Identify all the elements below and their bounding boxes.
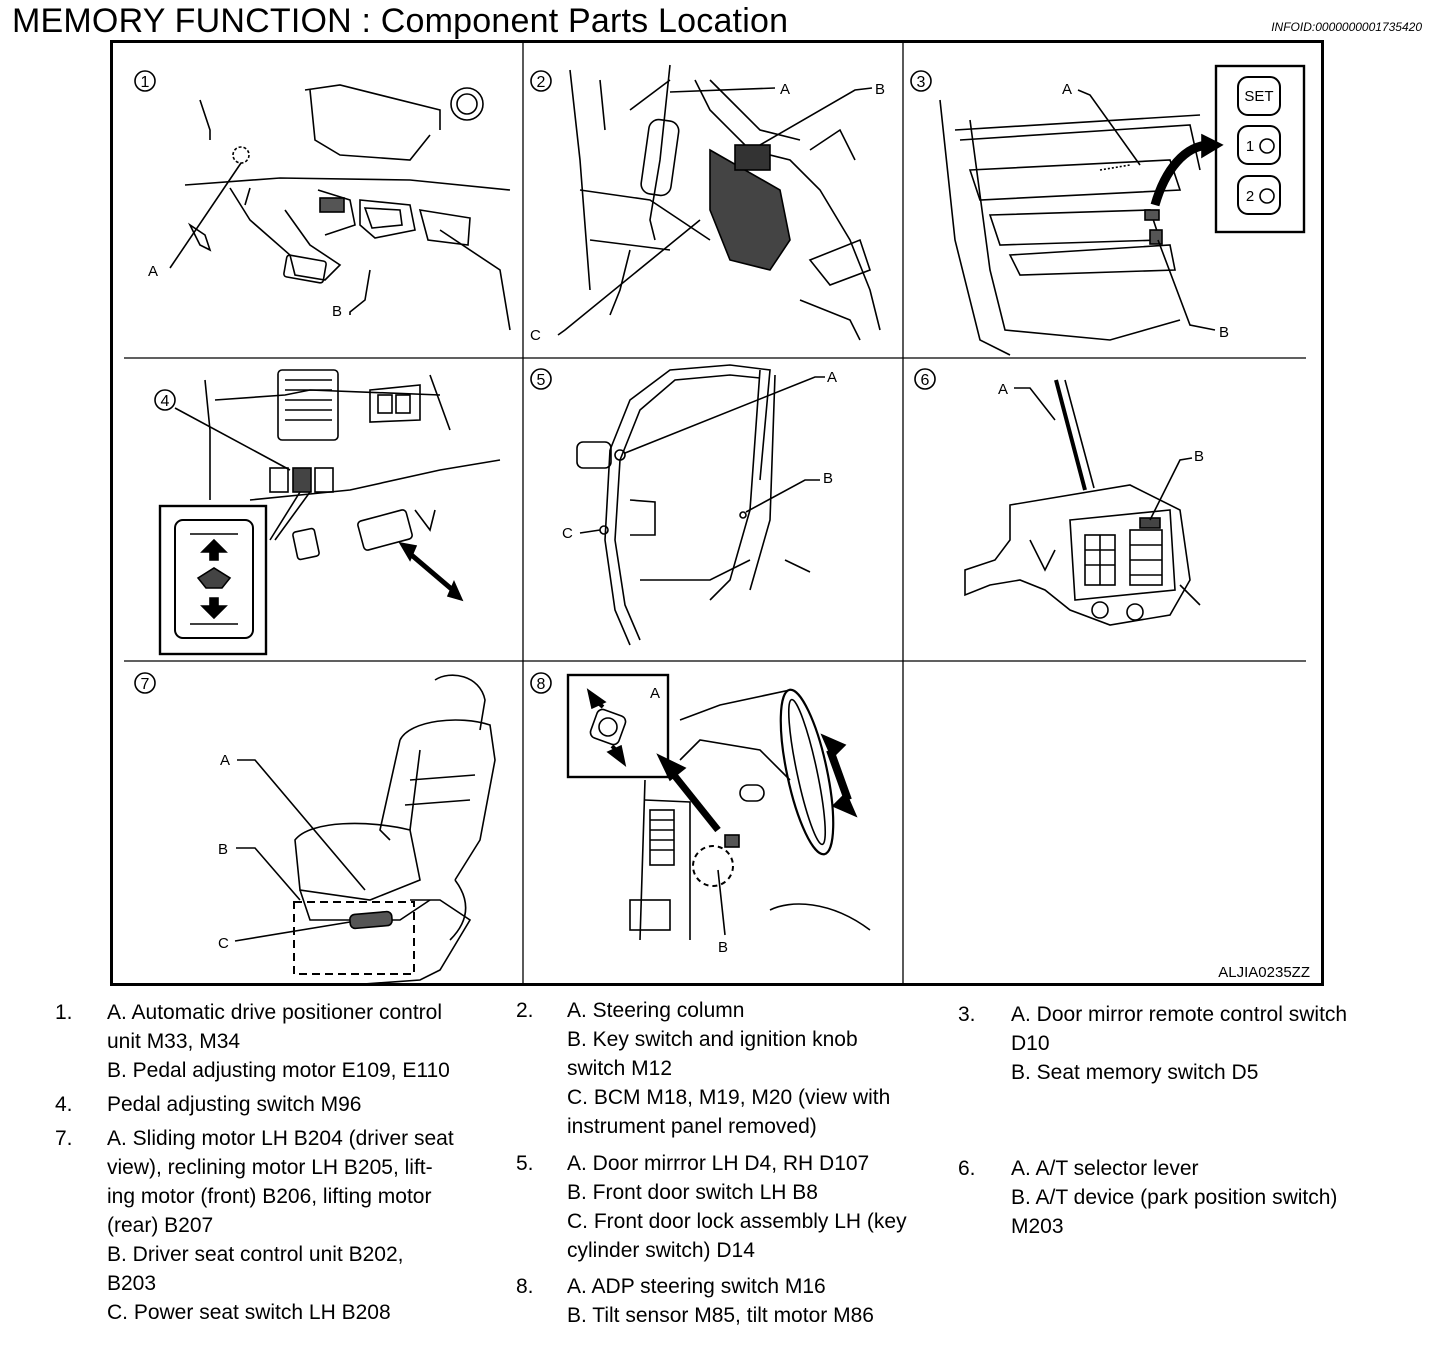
panel-8-callout-a: A	[650, 685, 660, 702]
page-title: MEMORY FUNCTION : Component Parts Locati…	[12, 2, 789, 40]
panel-4-number: 4	[161, 393, 170, 410]
panel-1-callout-b: B	[332, 303, 342, 320]
panel-2-callout-b: B	[875, 81, 885, 98]
panel-5-callout-c: C	[562, 525, 573, 542]
memory-switch-2-label: 2	[1246, 188, 1254, 205]
panel-2: 2 A B C	[530, 64, 885, 344]
panel-grid	[124, 43, 1306, 983]
panel-8-callout-b: B	[718, 939, 728, 956]
panel-2-number: 2	[537, 74, 546, 91]
panel-5-callout-a: A	[827, 369, 837, 386]
panel-5-number: 5	[537, 372, 546, 389]
panel-1-callout-a: A	[148, 263, 158, 280]
panel-6: 6 A B	[914, 368, 1204, 626]
panel-1: 1 A B	[134, 70, 511, 331]
panel-7-callout-b: B	[218, 841, 228, 858]
panel-8-number: 8	[537, 676, 546, 693]
panel-3-callout-b: B	[1219, 324, 1229, 341]
panel-3: 3 A B SET 1 2	[910, 64, 1306, 356]
panel-6-callout-b: B	[1194, 448, 1204, 465]
panel-8: 8 A B	[530, 672, 871, 956]
panel-5-callout-b: B	[823, 470, 833, 487]
panel-3-number: 3	[917, 74, 926, 91]
panel-5: 5 A B C	[530, 364, 837, 646]
panel-7-callout-c: C	[218, 935, 229, 952]
panel-3-callout-a: A	[1062, 81, 1072, 98]
memory-switch-inset	[1214, 64, 1306, 234]
panel-4: 4	[154, 369, 501, 656]
component-location-figure: 1 A B 2	[110, 40, 1324, 986]
set-switch-label: SET	[1244, 88, 1273, 105]
panel-6-callout-a: A	[998, 381, 1008, 398]
panel-2-callout-c: C	[530, 327, 541, 344]
panel-6-number: 6	[921, 372, 930, 389]
panel-2-callout-a: A	[780, 81, 790, 98]
panel-7: 7 A B C	[134, 672, 496, 986]
info-id: INFOID:0000000001735420	[1271, 20, 1422, 34]
pedal-switch-inset	[158, 504, 268, 656]
memory-switch-1-label: 1	[1246, 138, 1254, 155]
adp-switch-inset	[566, 673, 670, 779]
panel-7-number: 7	[141, 676, 150, 693]
figure-code: ALJIA0235ZZ	[1218, 964, 1310, 981]
panel-1-number: 1	[141, 74, 150, 91]
panel-7-callout-a: A	[220, 752, 230, 769]
